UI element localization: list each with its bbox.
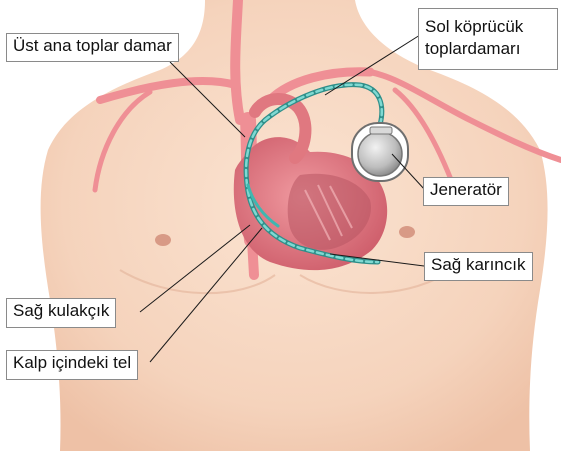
label-superior-vena-cava: Üst ana toplar damar (6, 33, 179, 62)
label-generator-text: Jeneratör (430, 180, 502, 199)
generator-device-icon (352, 123, 408, 181)
label-right-ventricle-text: Sağ karıncık (431, 255, 526, 274)
label-right-atrium-text: Sağ kulakçık (13, 301, 109, 320)
label-right-atrium: Sağ kulakçık (6, 298, 116, 328)
label-intracardiac-lead-text: Kalp içindeki tel (13, 353, 131, 372)
right-nipple-icon (399, 226, 415, 238)
label-right-ventricle: Sağ karıncık (424, 252, 533, 281)
left-nipple-icon (155, 234, 171, 246)
label-superior-vena-cava-text: Üst ana toplar damar (13, 36, 172, 55)
label-intracardiac-lead: Kalp içindeki tel (6, 350, 138, 380)
label-left-subclavian-vein: Sol köprücük toplardamarı (418, 8, 558, 70)
label-left-subclavian-vein-line1: Sol köprücük (425, 16, 551, 38)
label-generator: Jeneratör (423, 177, 509, 206)
label-left-subclavian-vein-line2: toplardamarı (425, 38, 551, 60)
